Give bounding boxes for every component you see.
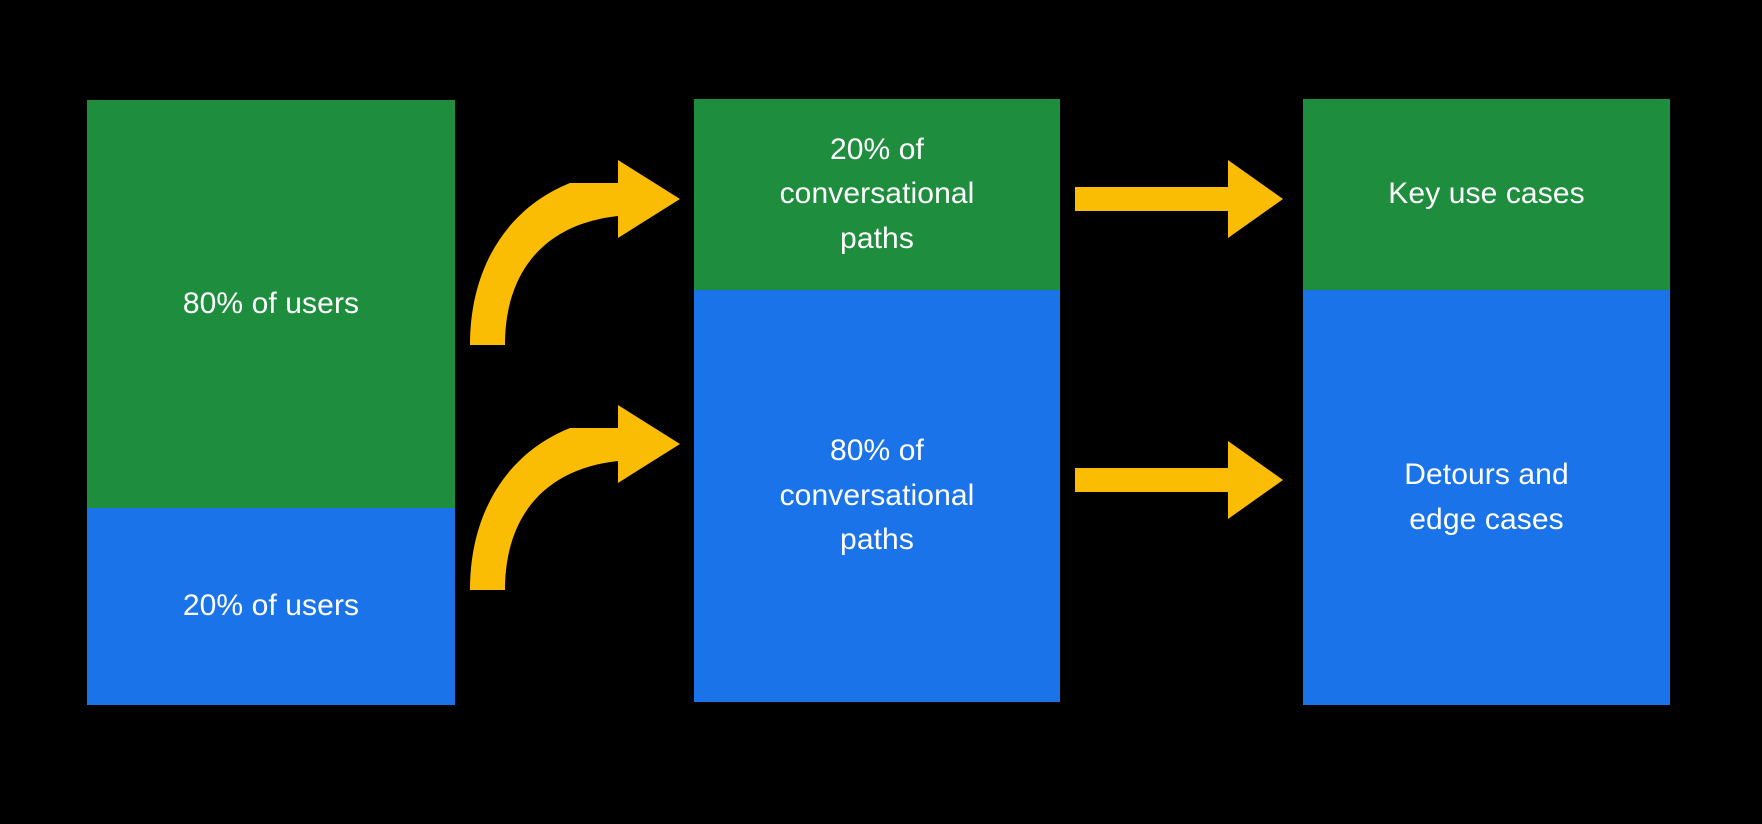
conversational-paths-column: 20% of conversational paths 80% of conve…: [694, 99, 1060, 702]
outcomes-column: Key use cases Detours and edge cases: [1303, 99, 1670, 705]
segment-detours-edge-cases: Detours and edge cases: [1303, 290, 1670, 705]
segment-label: Detours and edge cases: [1404, 458, 1569, 536]
segment-users-majority: 80% of users: [87, 100, 455, 508]
curved-arrow-up-icon: [470, 160, 680, 345]
segment-paths-minority: 20% of conversational paths: [694, 99, 1060, 290]
segment-key-use-cases: Key use cases: [1303, 99, 1670, 290]
segment-label: 20% of conversational paths: [779, 132, 975, 255]
users-column: 80% of users 20% of users: [87, 100, 455, 705]
straight-arrow-right-icon: [1075, 160, 1283, 238]
segment-users-minority: 20% of users: [87, 508, 455, 705]
segment-label: 80% of users: [182, 286, 360, 320]
segment-label: 20% of users: [182, 589, 360, 623]
curved-arrow-up-icon: [470, 405, 680, 590]
straight-arrow-right-icon: [1075, 441, 1283, 519]
segment-label: 80% of conversational paths: [779, 434, 975, 557]
segment-label: Key use cases: [1388, 177, 1585, 211]
segment-paths-majority: 80% of conversational paths: [694, 290, 1060, 702]
